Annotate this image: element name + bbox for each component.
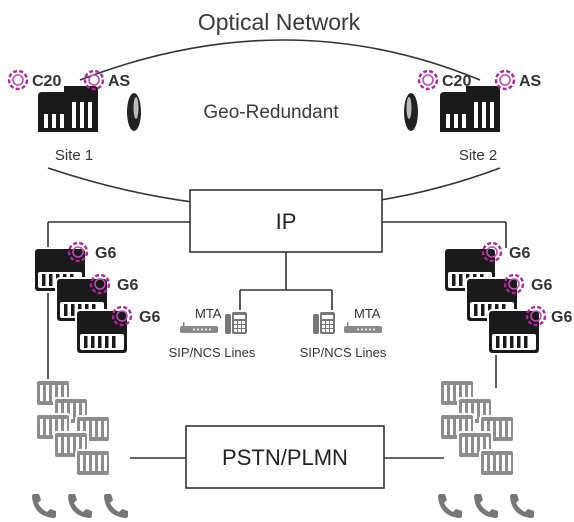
site-1-as-badge: AS [108,73,131,90]
site-2-c20-badge: C20 [442,73,471,90]
site-2-as-ring-icon [494,69,516,91]
pstn-network-box [185,425,385,489]
ip-network-box [189,189,383,253]
pstn-label: PSTN/PLMN [222,445,348,470]
geo-redundant-label: Geo-Redundant [203,102,339,123]
site-2-server-icon [440,86,500,132]
site-1-label: Site 1 [55,147,93,164]
right-server-6 [479,449,515,477]
right-mta-label: MTA [354,306,381,321]
left-g6-badge-3: G6 [139,309,160,326]
right-g6-badge-3: G6 [551,309,572,326]
optical-ring-top [79,39,481,81]
right-gateway-3 [487,309,541,355]
site-1-c20-ring-icon [7,69,29,91]
left-lines-label: SIP/NCS Lines [169,345,256,360]
left-handset-icon-2 [68,494,92,518]
left-server-6 [75,449,111,477]
left-handset-icon-1 [32,494,56,518]
left-mta-modem-icon [180,322,218,333]
left-mta-label: MTA [195,306,222,321]
ip-label: IP [276,209,297,234]
left-g6-badge-1: G6 [95,245,116,262]
left-handset-icon-3 [104,494,128,518]
right-mta-modem-icon [344,322,382,333]
left-g6-badge-2: G6 [117,277,138,294]
site-2-as-badge: AS [519,73,542,90]
right-g6-badge-1: G6 [509,245,530,262]
right-lines-label: SIP/NCS Lines [300,345,387,360]
right-desk-phone-icon [313,312,335,334]
right-handset-icon-2 [474,494,498,518]
right-g6-badge-2: G6 [531,277,552,294]
left-gateway-3 [75,309,129,355]
diagram-title: Optical Network [198,9,361,35]
site-1-c20-badge: C20 [32,73,61,90]
right-handset-icon-1 [438,494,462,518]
site-2-label: Site 2 [459,147,497,164]
site-1-server-icon [38,86,98,132]
left-desk-phone-icon [225,312,247,334]
site-2-c20-ring-icon [417,69,439,91]
right-handset-icon-3 [510,494,534,518]
